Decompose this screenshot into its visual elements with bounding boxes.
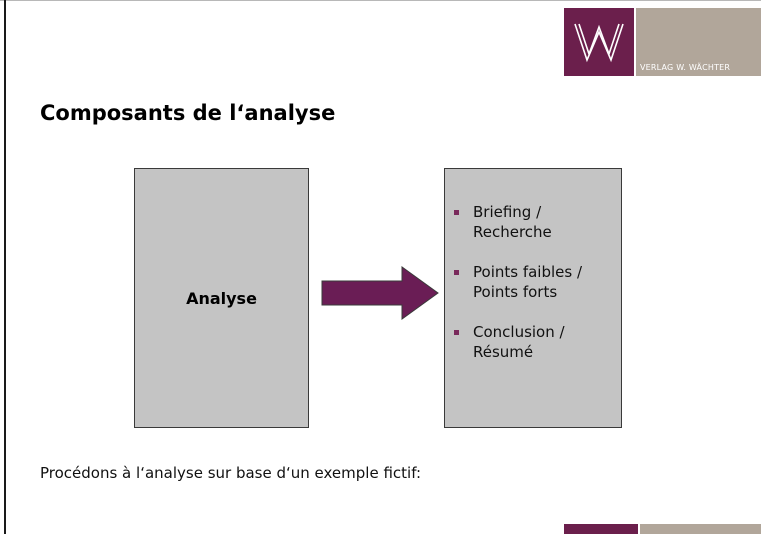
bottom-bar-grey [640, 524, 761, 534]
list-item: Conclusion / Résumé [445, 322, 621, 362]
footer-text: Procédons à l‘analyse sur base d‘un exem… [40, 464, 422, 482]
bottom-bar-purple [564, 524, 638, 534]
list-item-line: Résumé [473, 343, 534, 361]
list-item: Briefing / Recherche [445, 202, 621, 242]
bullet-square-icon [454, 270, 459, 275]
top-border [0, 0, 761, 1]
list-item-line: Points forts [473, 283, 558, 301]
analysis-box: Analyse [134, 168, 309, 428]
bullet-square-icon [454, 210, 459, 215]
components-list: Briefing / Recherche Points faibles / Po… [445, 202, 621, 382]
slide-title: Composants de l‘analyse [40, 101, 336, 125]
analysis-box-label: Analyse [186, 288, 257, 308]
list-item-line: Conclusion / [473, 323, 565, 341]
components-box: Briefing / Recherche Points faibles / Po… [444, 168, 622, 428]
list-item-line: Recherche [473, 223, 552, 241]
publisher-logo-w [564, 8, 634, 76]
list-item-line: Points faibles / [473, 263, 583, 281]
bullet-square-icon [454, 330, 459, 335]
right-arrow-icon [321, 266, 439, 320]
w-monogram-icon [574, 23, 624, 63]
publisher-name: VERLAG W. WÄCHTER [640, 63, 731, 72]
list-item-line: Briefing / [473, 203, 542, 221]
left-border [4, 0, 6, 534]
list-item: Points faibles / Points forts [445, 262, 621, 302]
publisher-brand-block: VERLAG W. WÄCHTER [636, 8, 761, 76]
